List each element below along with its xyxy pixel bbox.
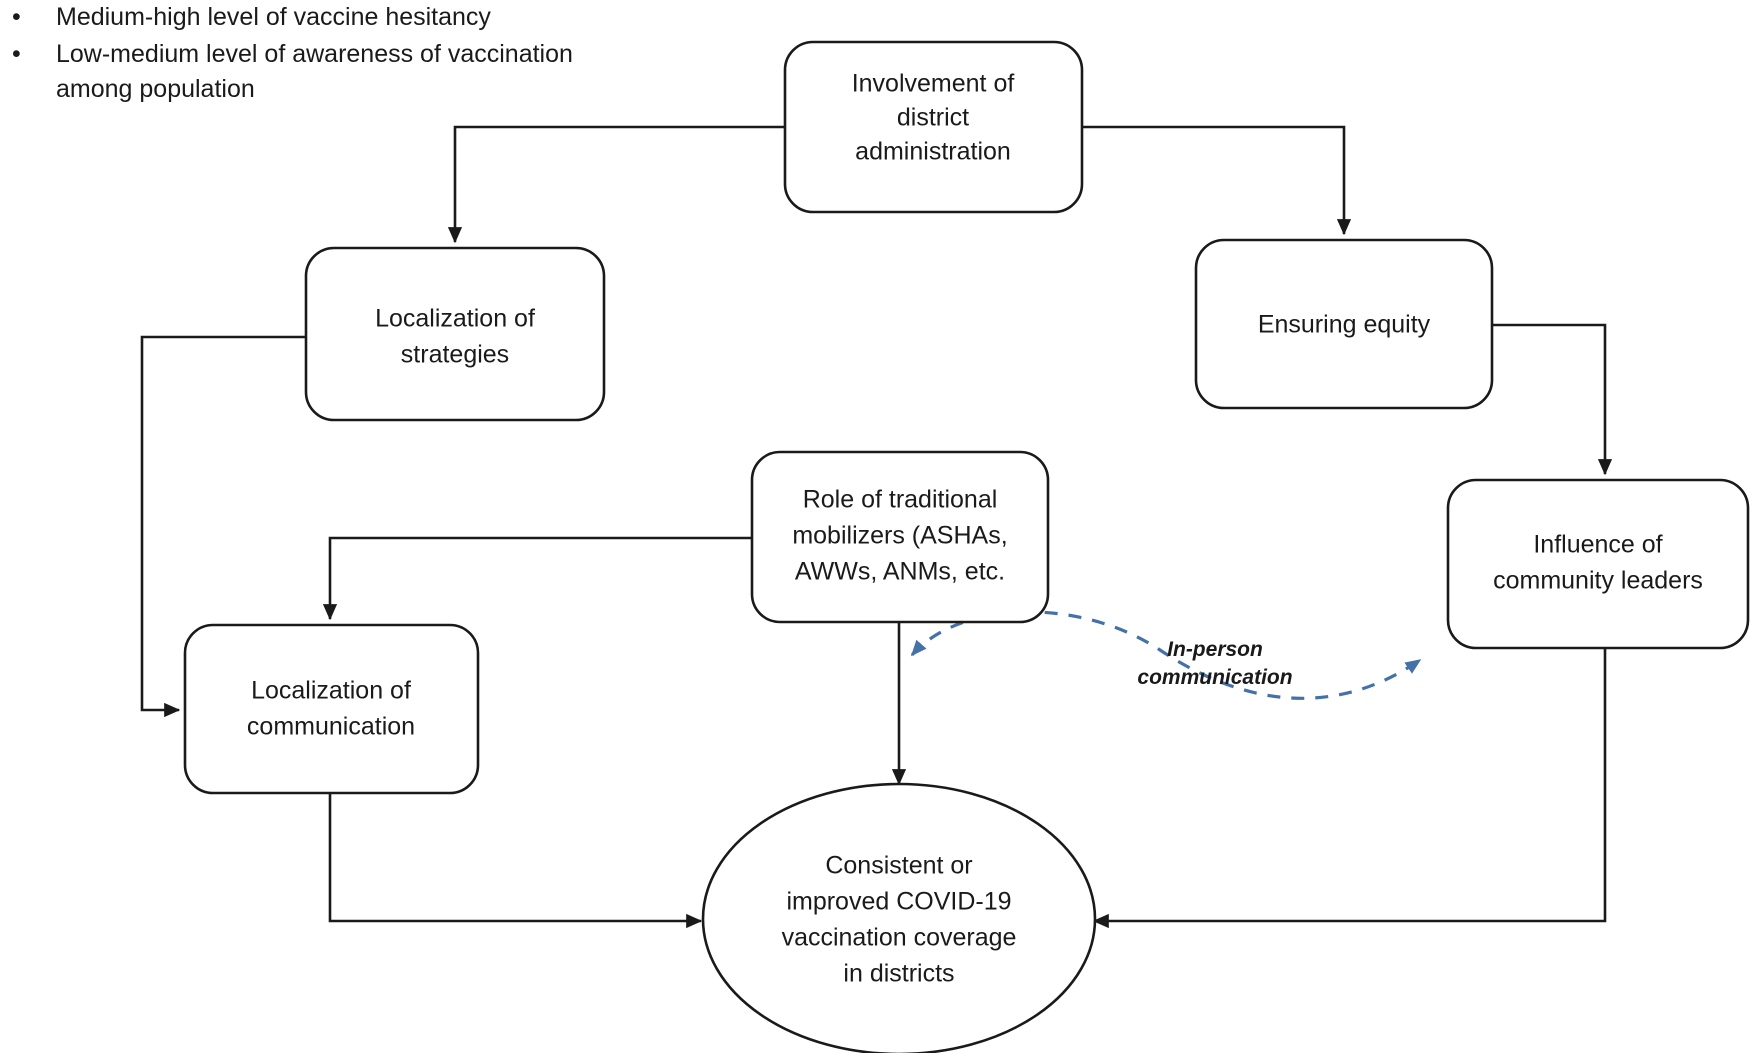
node-vaccination-coverage[interactable]: Consistent or improved COVID-19 vaccinat… xyxy=(701,782,1097,1053)
node-shape xyxy=(750,450,1050,624)
node-traditional-mobilizers[interactable]: Role of traditional mobilizers (ASHAs, A… xyxy=(750,450,1050,624)
edge-admin-to-equity xyxy=(1082,125,1352,236)
node-label-line: vaccination coverage xyxy=(782,924,1017,952)
edge-communication-to-coverage xyxy=(328,793,703,929)
bullet-list: • Medium-high level of vaccine hesitancy… xyxy=(8,0,648,109)
list-item: • Medium-high level of vaccine hesitancy xyxy=(8,0,648,35)
edge-admin-to-strategies xyxy=(447,125,785,244)
node-label-line: improved COVID-19 xyxy=(786,888,1011,916)
bullet-glyph-icon: • xyxy=(12,40,21,68)
node-label-line: strategies xyxy=(401,341,509,369)
bullet-glyph-icon: • xyxy=(12,3,21,31)
connectors-layer xyxy=(140,125,1613,929)
node-shape xyxy=(701,782,1097,1053)
list-item-label: Medium-high level of vaccine hesitancy xyxy=(56,3,491,31)
node-label-line: district xyxy=(897,104,969,132)
edge-label-in-person-communication: In-person communication xyxy=(1137,638,1292,689)
node-localization-of-strategies[interactable]: Localization of strategies xyxy=(304,246,606,422)
bullet-list-items: • Medium-high level of vaccine hesitancy… xyxy=(8,0,648,107)
node-localization-of-communication[interactable]: Localization of communication xyxy=(183,623,480,795)
edge-equity-to-leaders xyxy=(1492,323,1613,476)
node-district-administration[interactable]: Involvement of district administration xyxy=(783,40,1084,214)
node-label-line: AWWs, ANMs, etc. xyxy=(795,558,1005,586)
node-shape xyxy=(183,623,480,795)
edge-strategies-to-communication xyxy=(140,335,306,718)
node-label-line: Localization of xyxy=(375,305,535,333)
node-label-line: in districts xyxy=(843,960,954,988)
node-label-line: Consistent or xyxy=(825,852,972,880)
node-shape xyxy=(783,40,1084,214)
edge-mobilizers-to-communication xyxy=(322,536,752,621)
node-label-line: community leaders xyxy=(1493,567,1703,595)
node-label-line: Influence of xyxy=(1533,531,1662,559)
node-label-line: mobilizers (ASHAs, xyxy=(792,522,1007,550)
edge-label-line: In-person xyxy=(1167,638,1263,661)
node-label-line: administration xyxy=(855,138,1011,166)
node-community-leaders[interactable]: Influence of community leaders xyxy=(1446,478,1750,650)
list-item-label: Low-medium level of awareness of vaccina… xyxy=(56,40,573,103)
node-label-line: Ensuring equity xyxy=(1258,311,1431,339)
node-label-line: communication xyxy=(247,713,415,741)
node-ensuring-equity[interactable]: Ensuring equity xyxy=(1194,238,1494,410)
edge-label-line: communication xyxy=(1137,666,1292,689)
node-label-line: Role of traditional xyxy=(803,486,998,514)
node-shape xyxy=(304,246,606,422)
edge-leaders-to-coverage xyxy=(1092,648,1607,929)
node-shape xyxy=(1446,478,1750,650)
node-shape xyxy=(1194,238,1494,410)
node-label-line: Localization of xyxy=(251,677,411,705)
node-label-line: Involvement of xyxy=(852,70,1015,98)
list-item: • Low-medium level of awareness of vacci… xyxy=(8,37,648,107)
